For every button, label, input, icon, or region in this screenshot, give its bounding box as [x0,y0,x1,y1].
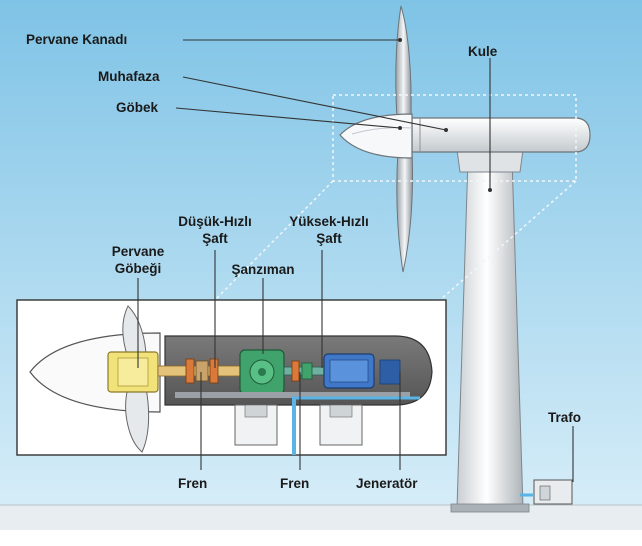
label-rotor-hub-line1: Pervane [111,244,165,259]
label-brake-2: Fren [280,476,310,491]
brake-disc-2 [291,360,300,382]
inset-cable [292,398,296,455]
label-low-speed-shaft-line1: Düşük-Hızlı [178,214,252,229]
tower-base [450,503,530,513]
label-rotor-hub-line2: Göbeği [114,261,162,276]
leader-lines [137,39,574,482]
label-generator: Jeneratör [356,476,418,491]
label-brake-1: Fren [178,476,208,491]
label-nacelle: Muhafaza [98,69,160,84]
inset-blade-lower [125,387,150,453]
label-hub: Göbek [116,100,159,115]
label-tower: Kule [468,44,498,59]
brake-disc-1 [185,358,195,384]
nacelle [411,117,591,153]
label-high-speed-shaft-line1: Yüksek-Hızlı [289,214,369,229]
hub-spinner [339,113,413,159]
label-transformer: Trafo [548,410,582,425]
label-low-speed-shaft-line2: Şaft [202,231,228,246]
label-high-speed-shaft-line2: Şaft [316,231,342,246]
tower [456,157,524,509]
label-blade: Pervane Kanadı [26,32,128,47]
label-gearbox: Şanzıman [231,262,295,277]
zoom-frame [332,94,577,182]
